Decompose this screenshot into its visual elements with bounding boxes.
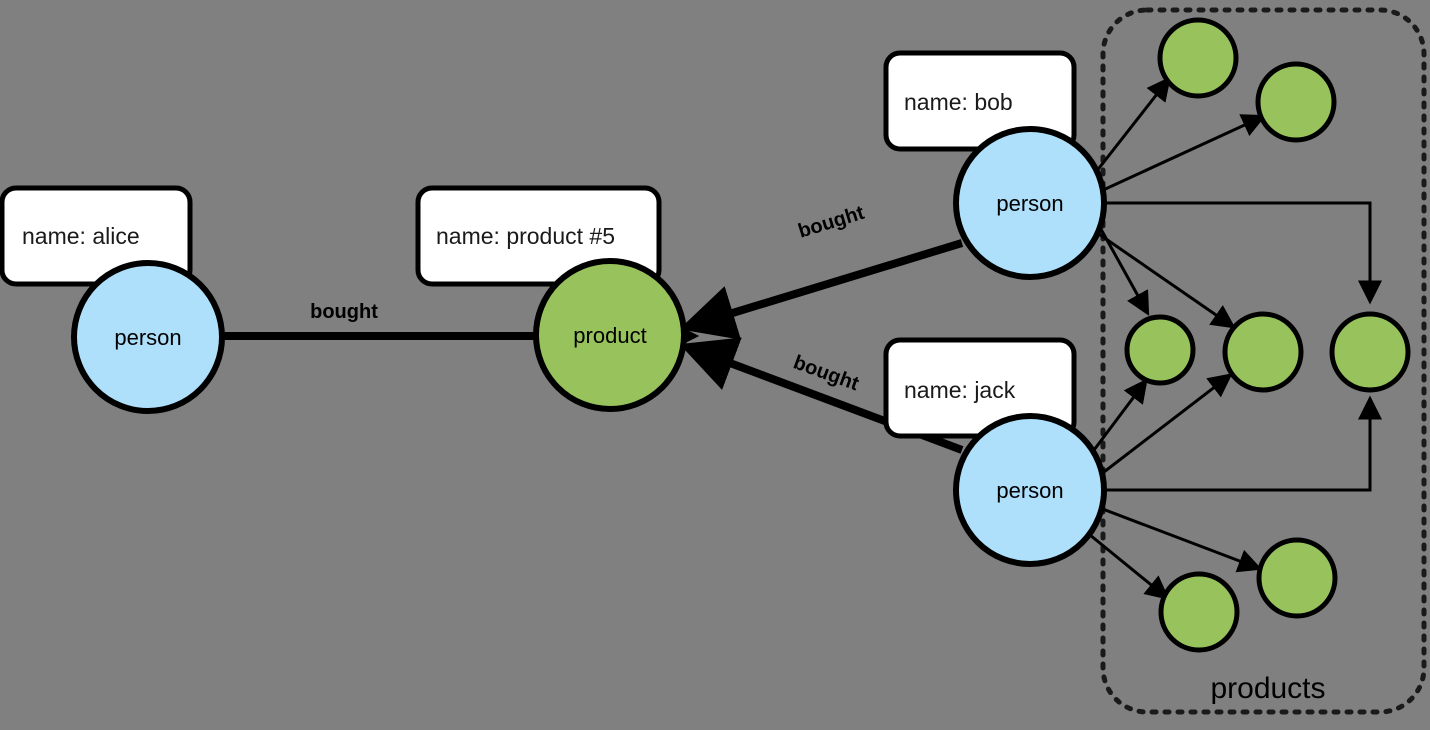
tooltip-jack[interactable]: name: jack [883, 337, 1077, 439]
node-product5-label: product [573, 323, 646, 348]
node-product5[interactable]: product [533, 258, 687, 412]
tooltip-bob[interactable]: name: bob [883, 50, 1077, 152]
edge-bob-product-2[interactable] [1100, 114, 1267, 193]
products-group-border [1100, 7, 1427, 715]
node-product5-circle [533, 258, 687, 412]
edge-jack-product-7[interactable] [1099, 506, 1263, 573]
node-jack-circle [953, 413, 1107, 567]
edge-jack-product-5[interactable] [1104, 395, 1382, 492]
product-node-p6[interactable] [1158, 571, 1240, 653]
products-group-label: products [1210, 672, 1325, 705]
node-alice[interactable]: person [71, 260, 225, 414]
edge-jack-product-6[interactable] [1089, 533, 1170, 600]
edge-jack-product-3[interactable] [1092, 378, 1148, 451]
edge-label-bob-bought: bought [796, 202, 868, 243]
tooltip-jack-text: name: jack [904, 377, 1016, 403]
product-node-p1[interactable] [1157, 17, 1239, 99]
tooltip-product5-text: name: product #5 [436, 223, 615, 249]
product-node-p3[interactable] [1124, 314, 1196, 386]
product-node-p4[interactable] [1222, 311, 1304, 393]
node-alice-circle [71, 260, 225, 414]
product-node-p7[interactable] [1256, 537, 1338, 619]
node-bob-circle [953, 126, 1107, 280]
edge-group-bob-products [1092, 76, 1382, 329]
edge-bob-product-5[interactable] [1104, 201, 1382, 305]
edge-bob-product-4[interactable] [1092, 228, 1236, 329]
node-bob-label: person [996, 191, 1063, 216]
edge-jack-product-4[interactable] [1099, 373, 1233, 477]
product-node-p2[interactable] [1255, 61, 1337, 143]
tooltip-bob-text: name: bob [904, 89, 1013, 115]
edge-bob-product-1[interactable] [1094, 76, 1171, 173]
node-jack-label: person [996, 478, 1063, 503]
edge-bob-bought-product[interactable] [679, 239, 964, 340]
edge-group-jack-products [1089, 373, 1382, 600]
node-jack[interactable]: person [953, 413, 1107, 567]
product-node-p5[interactable] [1329, 311, 1411, 393]
edge-label-alice-bought: bought [310, 301, 378, 323]
tooltip-alice-text: name: alice [22, 223, 140, 249]
node-bob[interactable]: person [953, 126, 1107, 280]
tooltip-alice[interactable]: name: alice [0, 185, 193, 287]
product-circles [1124, 17, 1411, 653]
node-alice-label: person [114, 325, 181, 350]
products-group[interactable]: products [1100, 7, 1427, 715]
